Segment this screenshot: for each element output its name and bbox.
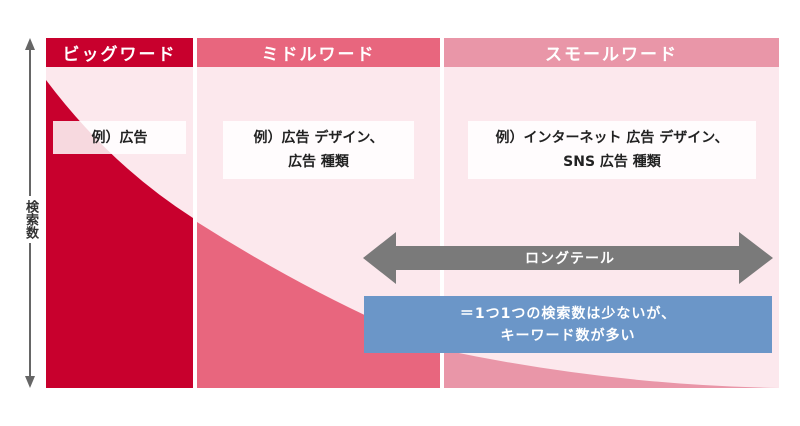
big-word-area [46,80,193,388]
axis-label: 検索数 [22,196,38,243]
note-line: キーワード数が多い [500,327,636,344]
note-line: ＝1つ1つの検索数は少ないが、 [459,305,677,322]
axis-up-arrow-icon [25,38,35,50]
example-line: 例）広告 デザイン、 [253,130,384,146]
example-line: 例）インターネット 広告 デザイン、 [495,130,729,146]
longtail-label: ロングテール [525,251,615,267]
middle-word-header: ミドルワード [197,38,440,67]
longtail-double-arrow-icon [363,232,773,284]
small-word-example: 例）インターネット 広告 デザイン、 SNS 広告 種類 [468,121,756,179]
small-word-header: スモールワード [444,38,779,67]
example-line: 例）広告 [91,129,148,146]
big-word-header: ビッグワード [46,38,193,67]
longtail-note: ＝1つ1つの検索数は少ないが、 キーワード数が多い [364,296,772,353]
example-line: 広告 種類 [288,154,349,170]
middle-word-example: 例）広告 デザイン、 広告 種類 [223,121,414,179]
small-word-area [444,350,779,388]
example-line: SNS 広告 種類 [563,154,661,170]
axis-down-arrow-icon [25,376,35,388]
big-word-example: 例）広告 [53,121,186,154]
